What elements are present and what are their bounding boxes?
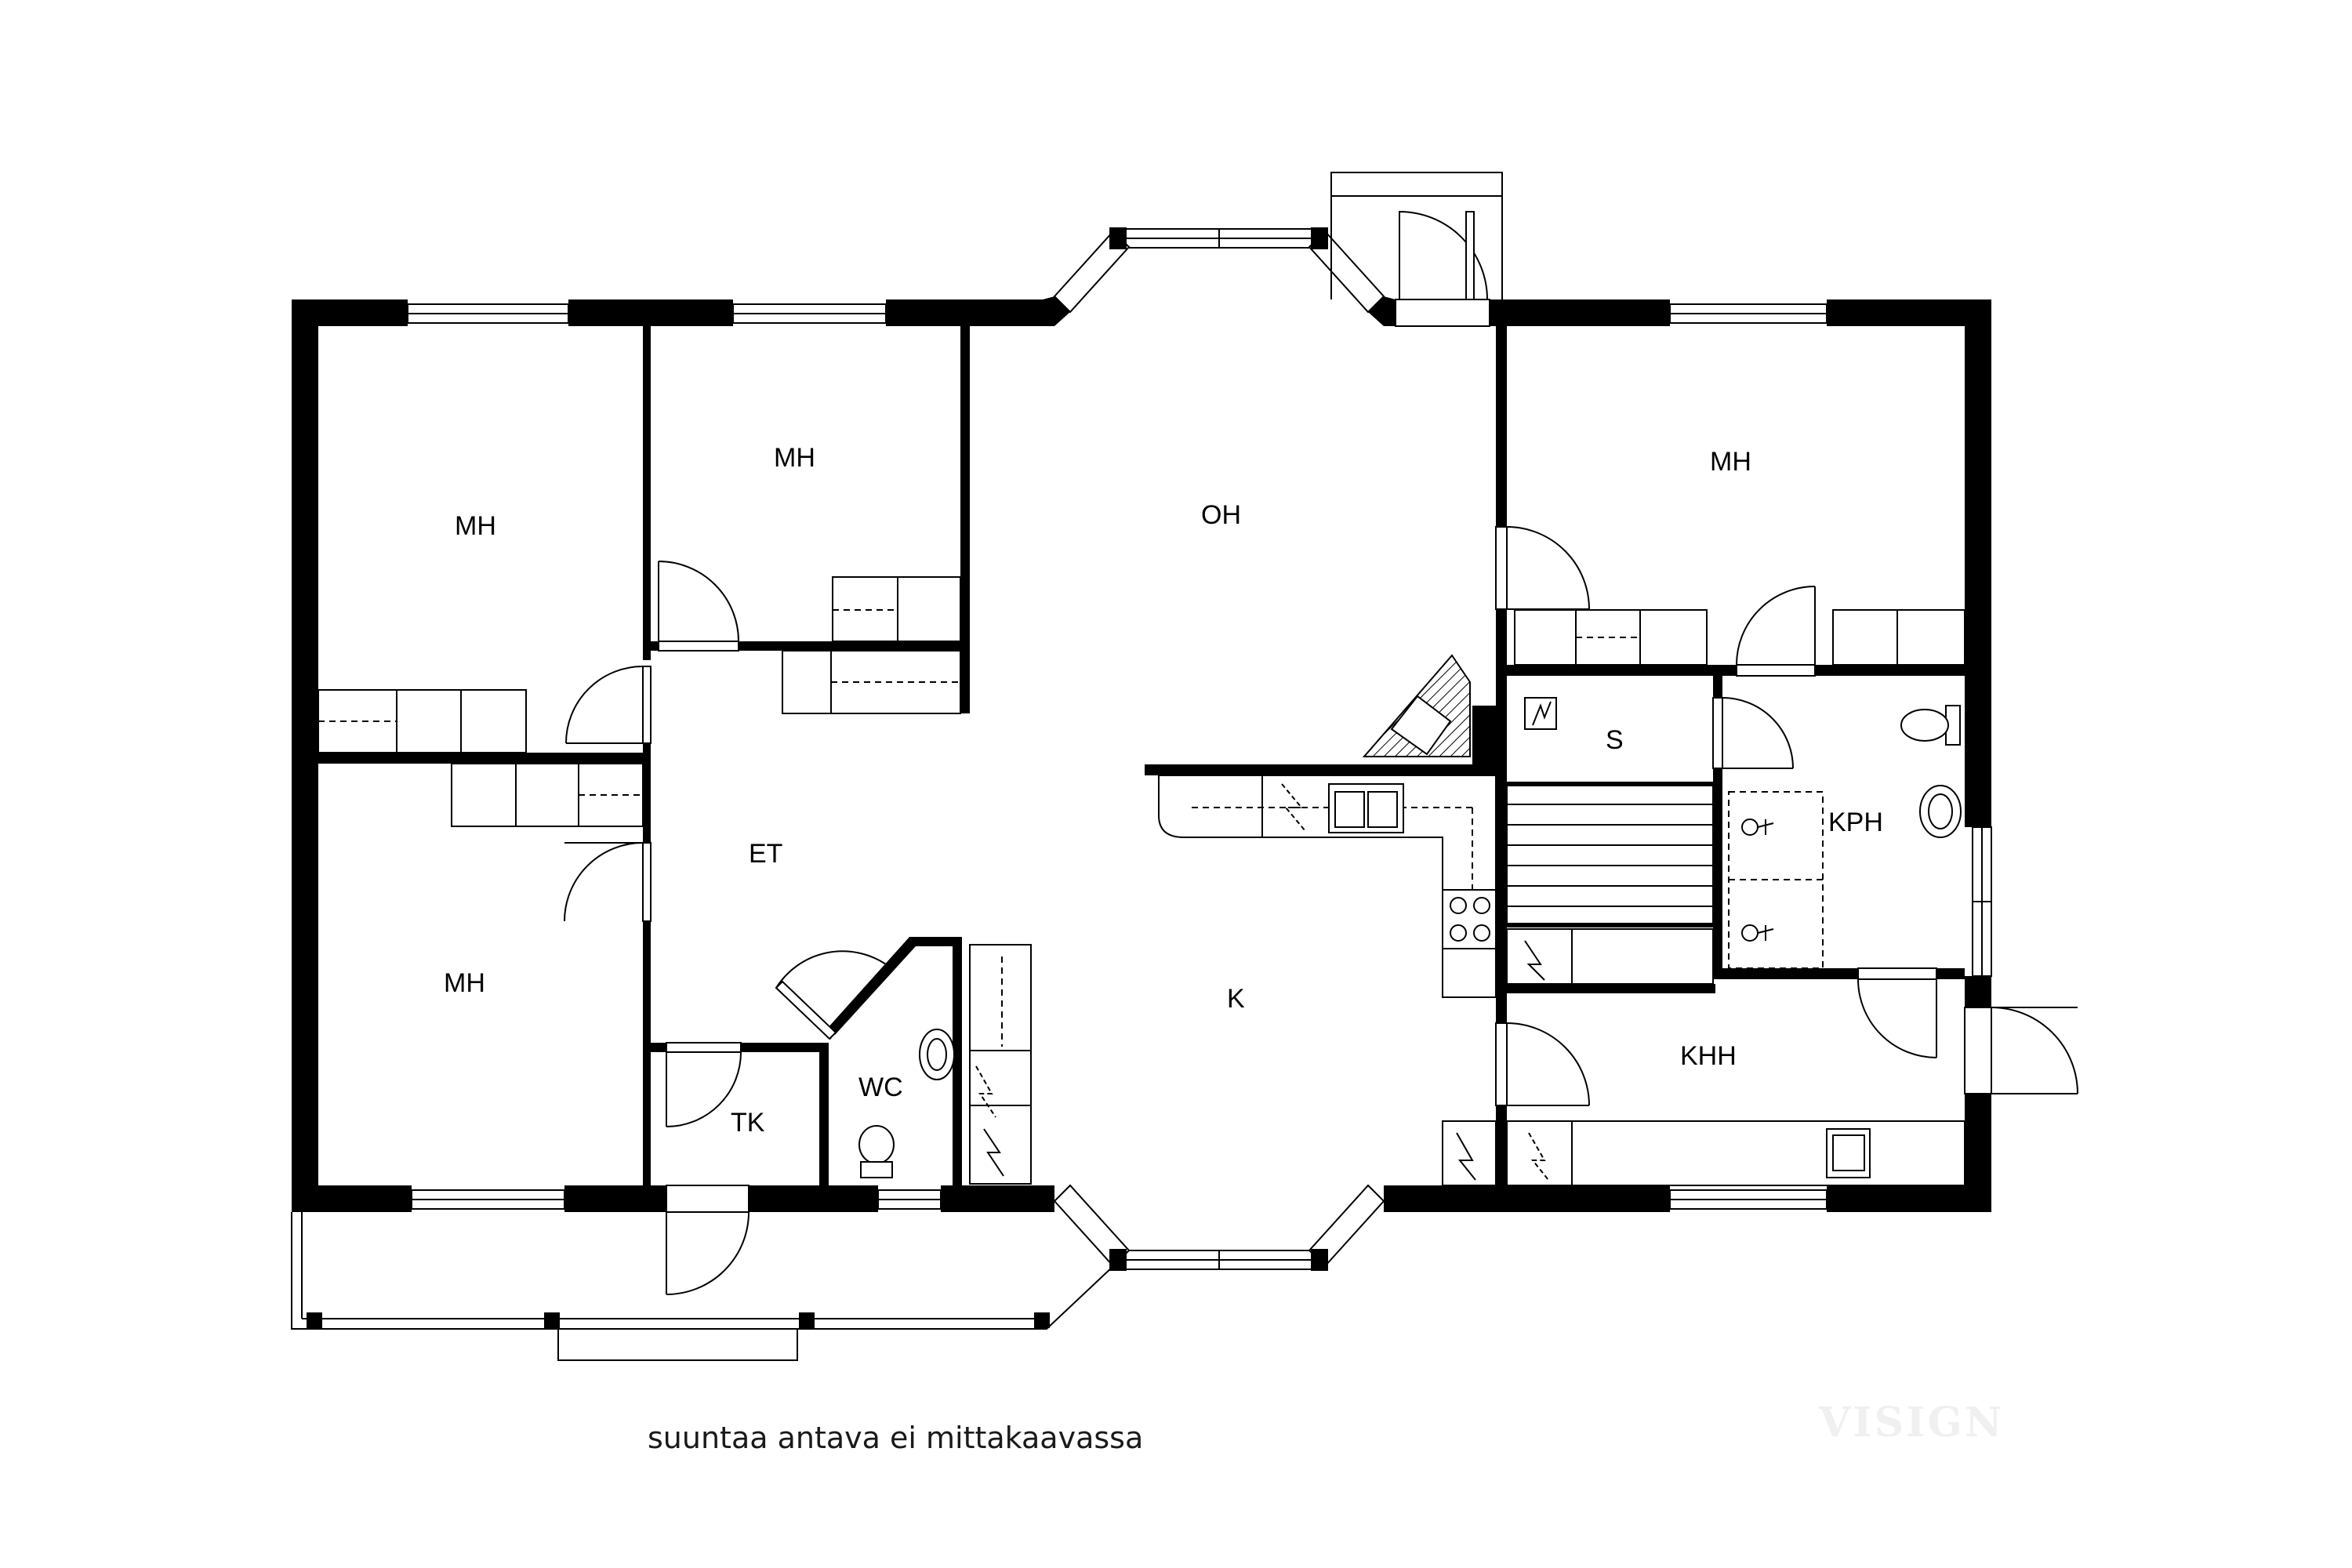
bay-windows	[1053, 230, 1385, 1268]
room-label-wc: WC	[858, 1073, 903, 1102]
kitchen-fixtures	[1158, 775, 1497, 998]
fireplace	[1362, 654, 1471, 757]
terrace	[291, 1212, 1114, 1361]
room-label-khh: KHH	[1680, 1041, 1737, 1071]
wardrobes	[318, 576, 1965, 1185]
entrance-vestibule	[1330, 172, 1503, 327]
bathroom-fixtures	[1728, 705, 1962, 969]
wc-fixtures	[858, 1029, 1004, 1178]
room-label-mh-1: MH	[455, 511, 496, 541]
room-label-mh-2: MH	[774, 443, 815, 473]
exterior-walls	[292, 227, 1991, 1271]
utility-fixtures	[1442, 928, 1965, 1186]
sauna-fixtures	[1506, 697, 1714, 927]
room-label-k: K	[1227, 984, 1245, 1014]
doors	[564, 526, 2078, 1295]
watermark: VISIGN	[1818, 1399, 2005, 1446]
room-label-mh-3: MH	[444, 968, 485, 998]
room-label-mh-4: MH	[1710, 447, 1751, 477]
room-label-oh: OH	[1201, 500, 1241, 530]
room-label-et: ET	[749, 839, 782, 869]
room-label-tk: TK	[731, 1108, 765, 1138]
scale-caption: suuntaa antava ei mittakaavassa	[648, 1421, 1144, 1455]
room-labels: MH MH MH MH OH ET K S KPH KHH TK WC	[444, 443, 1883, 1138]
room-label-s: S	[1606, 725, 1624, 755]
room-label-kph: KPH	[1828, 808, 1883, 837]
windows	[407, 228, 1992, 1270]
